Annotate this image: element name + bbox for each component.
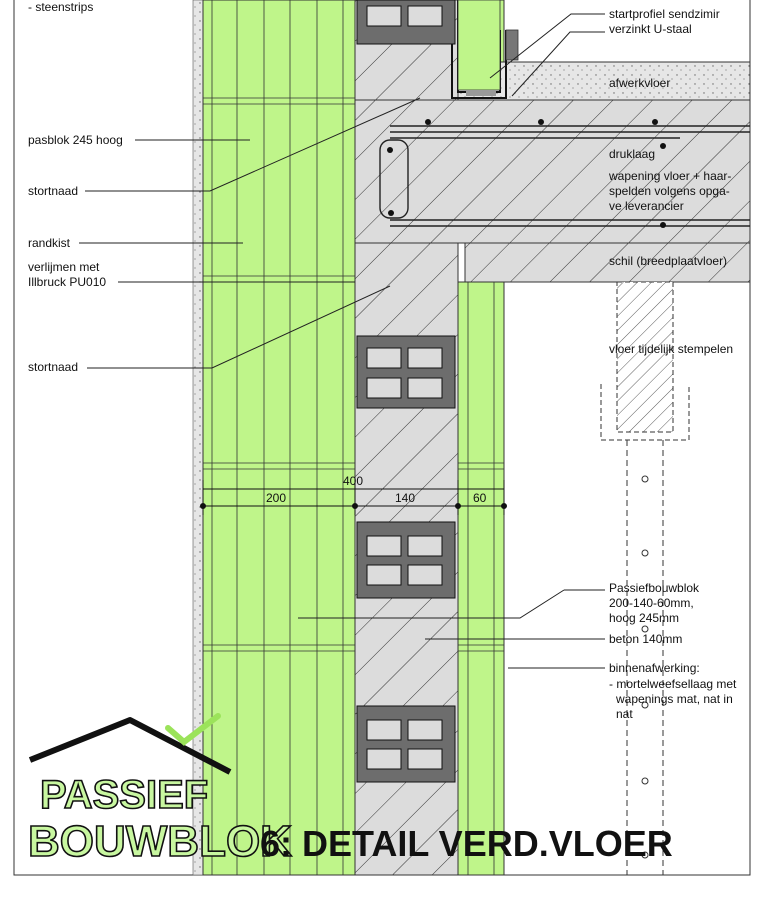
breedplaat-schil	[464, 242, 751, 283]
label-randkist: randkist	[28, 236, 71, 250]
inner-insulation-ribs	[458, 282, 504, 875]
passief-bouwblok-logo: PASSIEF BOUWBLOK	[27, 713, 293, 867]
logo-line-1: PASSIEF	[40, 773, 208, 817]
left-leaders	[79, 97, 421, 369]
label-passiefbouwblok-1: Passiefbouwblok	[609, 581, 700, 595]
logo-line-2: BOUWBLOK	[28, 817, 292, 866]
drawing-title: 6: DETAIL VERD.VLOER	[260, 823, 673, 864]
druklaag-slab	[354, 99, 751, 244]
label-binnen-3: wapenings mat, nat in	[615, 692, 733, 706]
label-startprofiel-1: startprofiel sendzimir	[609, 7, 720, 21]
web-4	[356, 705, 456, 783]
label-stempelen: vloer tijdelijk stempelen	[609, 342, 733, 356]
label-wapening-1: wapening vloer + haar-	[608, 169, 731, 183]
steenstrips-band	[192, 0, 204, 876]
outer-insulation	[202, 0, 356, 876]
label-wapening-2: spelden volgens opga-	[609, 184, 730, 198]
dim-total: 400	[343, 474, 363, 488]
inner-insulation-bottom	[457, 281, 505, 876]
dimension-line	[200, 480, 507, 515]
label-verlijmen-1: verlijmen met	[28, 260, 100, 274]
rebar-dots	[387, 119, 666, 228]
logo-check-icon	[165, 713, 221, 746]
label-steenstrips: - steenstrips	[28, 0, 93, 14]
edge-strip	[505, 29, 519, 61]
label-stortnaad-2: stortnaad	[28, 360, 78, 374]
web-top	[356, 0, 456, 45]
right-leaders	[298, 13, 605, 669]
label-passiefbouwblok-2: 200-140-60mm,	[609, 596, 694, 610]
temporary-prop	[600, 281, 690, 875]
dim-inner: 60	[473, 491, 487, 505]
profile-filler	[466, 90, 496, 96]
label-binnen-1: binnenafwerking:	[609, 661, 700, 675]
slab-reinforcement	[379, 125, 750, 227]
label-afwerkvloer: afwerkvloer	[609, 76, 670, 90]
label-passiefbouwblok-3: hoog 245mm	[609, 611, 679, 625]
label-verlijmen-2: Illbruck PU010	[28, 275, 106, 289]
label-startprofiel-2: verzinkt U-staal	[609, 22, 692, 36]
label-druklaag: druklaag	[609, 147, 655, 161]
dim-core: 140	[395, 491, 415, 505]
web-3	[356, 521, 456, 599]
upper-wall-block	[457, 0, 501, 91]
block-webs	[356, 0, 456, 783]
label-schil: schil (breedplaatvloer)	[609, 254, 727, 268]
label-binnen-2: - mortelweefsellaag met	[609, 677, 737, 691]
label-beton: beton 140mm	[609, 632, 682, 646]
logo-roof-icon	[28, 717, 232, 775]
label-pasblok: pasblok 245 hoog	[28, 133, 123, 147]
dim-outer: 200	[266, 491, 286, 505]
label-wapening-3: ve leverancier	[609, 199, 684, 213]
label-stortnaad-1: stortnaad	[28, 184, 78, 198]
web-2	[356, 335, 456, 409]
label-binnen-4: nat	[616, 707, 633, 721]
afwerkvloer-layer	[457, 61, 751, 101]
